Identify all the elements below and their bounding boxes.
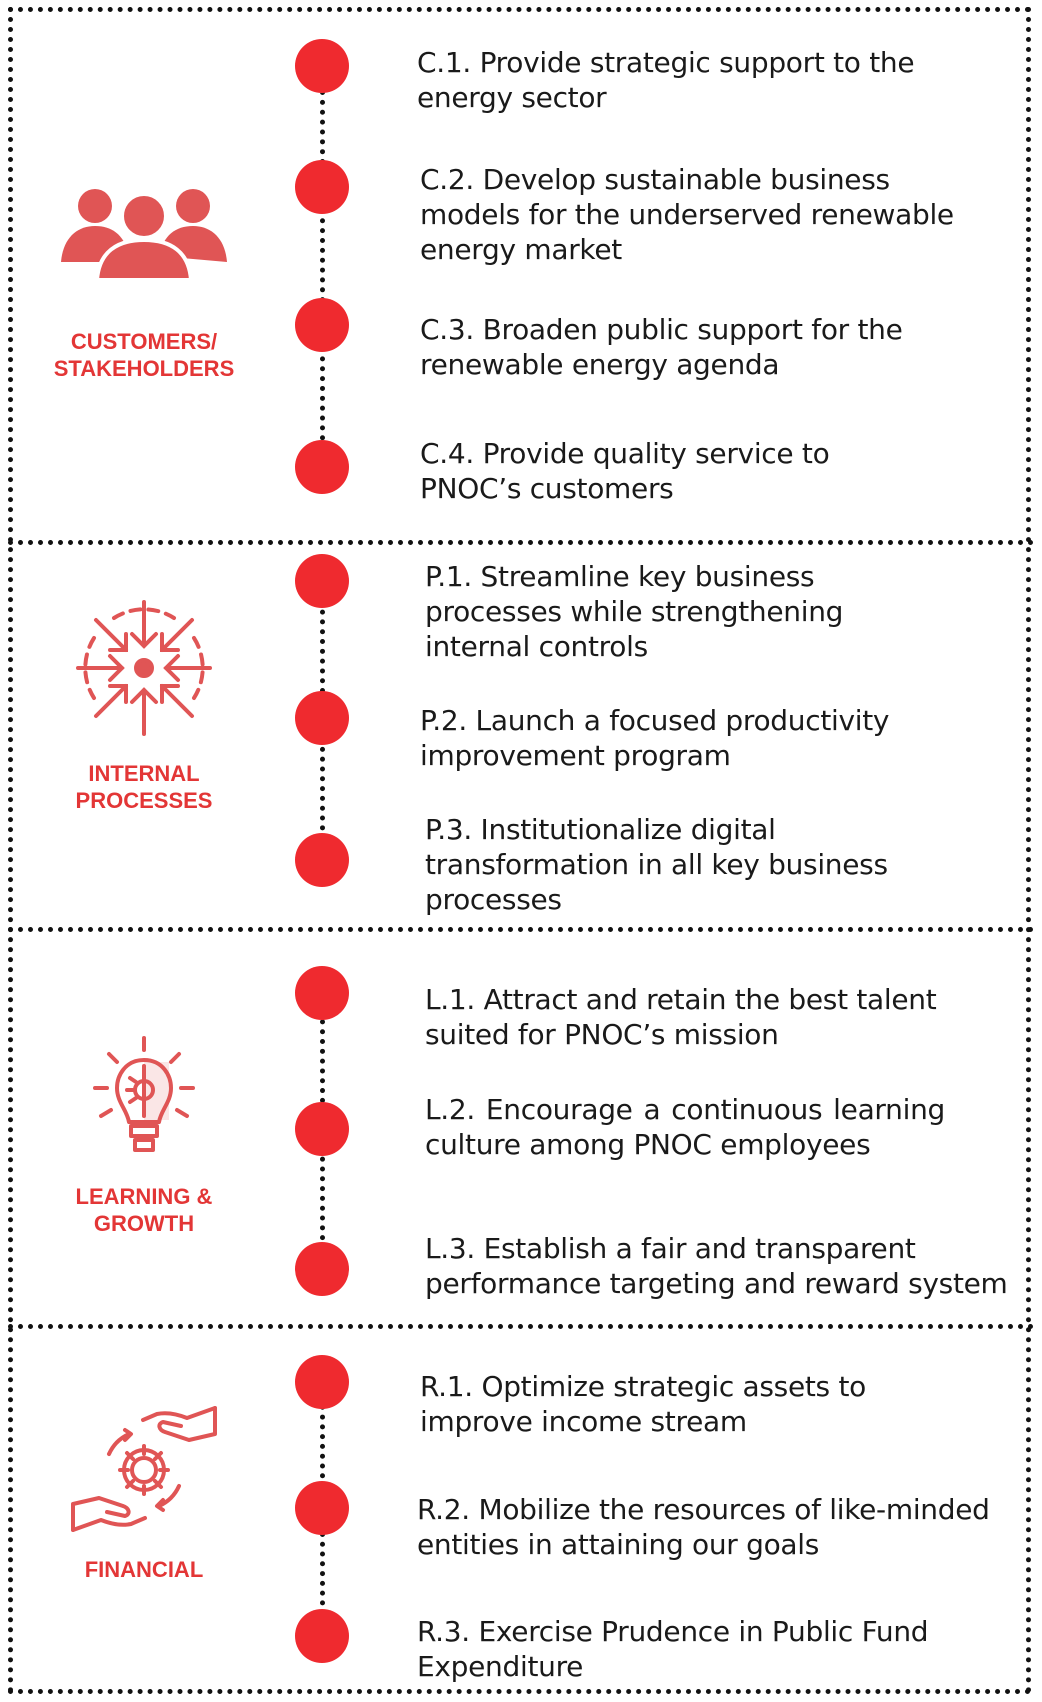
timeline-dot	[295, 691, 349, 745]
objective-item: C.2. Develop sustainable business models…	[420, 163, 954, 266]
objective-item: C.3. Broaden public support for the rene…	[420, 313, 903, 381]
category-label: CUSTOMERS/ STAKEHOLDERS	[53, 329, 235, 381]
timeline-dot	[295, 298, 349, 352]
timeline-dot	[295, 1355, 349, 1409]
category-financial: FINANCIAL	[13, 1404, 275, 1583]
category-internal-processes: INTERNAL PROCESSES	[13, 598, 275, 814]
objective-item: R.3. Exercise Prudence in Public Fund Ex…	[417, 1615, 929, 1683]
timeline-dot	[295, 440, 349, 494]
people-group-icon	[61, 189, 227, 280]
timeline-dot	[295, 39, 349, 93]
objective-item: P.2. Launch a focused productivity impro…	[420, 704, 890, 772]
section-divider	[8, 927, 1034, 932]
timeline-dot	[295, 1481, 349, 1535]
objective-item: L.1. Attract and retain the best talent …	[425, 983, 937, 1051]
timeline-dot	[295, 966, 349, 1020]
timeline-dot	[295, 1102, 349, 1156]
objective-item: C.1. Provide strategic support to the en…	[417, 46, 915, 114]
objective-item: P.3. Institutionalize digital transforma…	[425, 813, 888, 916]
timeline-dot	[295, 1609, 349, 1663]
timeline-dot	[295, 554, 349, 608]
focus-arrows-icon	[76, 600, 212, 736]
lightbulb-gear-icon	[93, 1036, 195, 1152]
category-learning-growth: LEARNING & GROWTH	[13, 1036, 275, 1237]
category-label: FINANCIAL	[84, 1557, 204, 1582]
objective-item: R.1. Optimize strategic assets to improv…	[420, 1370, 866, 1438]
section-divider	[8, 540, 1034, 545]
hands-gear-icon	[71, 1406, 217, 1532]
outer-dotted-frame	[8, 7, 1031, 1694]
objective-item: R.2. Mobilize the resources of like-mind…	[417, 1493, 990, 1561]
objective-item: P.1. Streamline key business processes w…	[425, 560, 844, 663]
category-label: LEARNING & GROWTH	[75, 1184, 213, 1236]
timeline-dot	[295, 1242, 349, 1296]
timeline-dot	[295, 160, 349, 214]
timeline-connector	[320, 90, 325, 490]
objective-item: L.3. Establish a fair and transparent pe…	[425, 1232, 1008, 1300]
timeline-dot	[295, 833, 349, 887]
section-divider	[8, 1324, 1034, 1329]
category-customers: CUSTOMERS/ STAKEHOLDERS	[13, 180, 275, 382]
category-label: INTERNAL PROCESSES	[75, 761, 213, 813]
objective-item: L.2. Encourage a continuous learning cul…	[425, 1093, 945, 1161]
objective-item: C.4. Provide quality service to PNOC’s c…	[420, 437, 830, 505]
